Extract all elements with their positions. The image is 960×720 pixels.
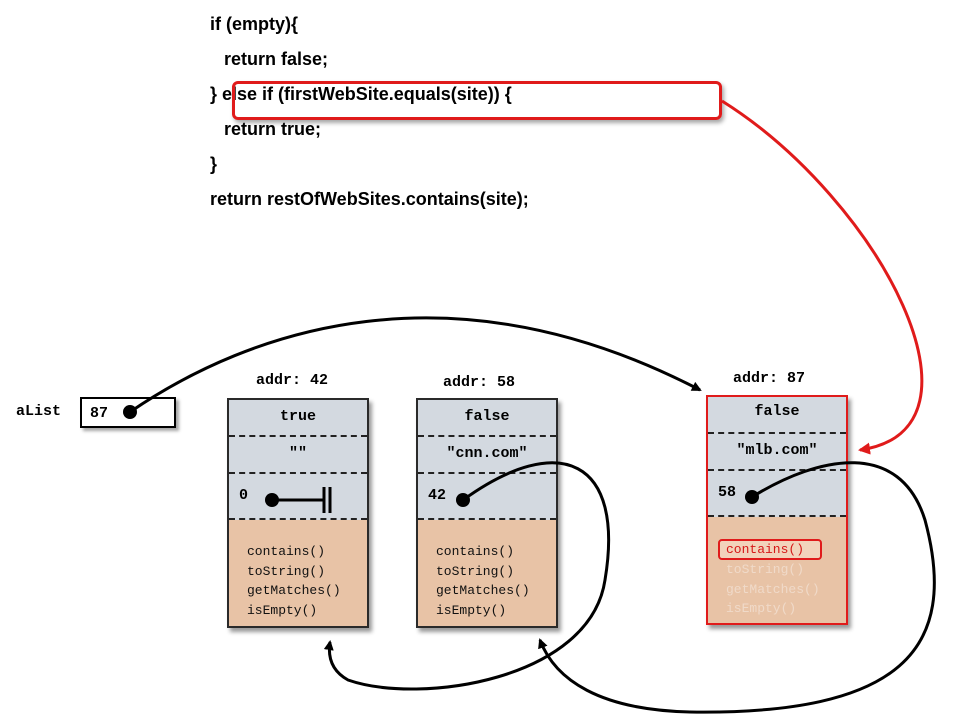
code-highlight-box <box>232 81 722 120</box>
method-list: contains() toString() getMatches() isEmp… <box>718 539 822 619</box>
node-address-label: addr: 58 <box>443 374 516 391</box>
node-empty-value: false <box>754 403 800 420</box>
code-line: if (empty){ <box>210 14 299 34</box>
node-next-value: 58 <box>718 484 737 501</box>
method-item: isEmpty() <box>436 602 507 618</box>
node-address-label: addr: 87 <box>733 370 806 387</box>
node-site-value: "cnn.com" <box>446 445 528 462</box>
code-line: return restOfWebSites.contains(site); <box>210 189 529 209</box>
node-next-field: 42 <box>418 474 556 520</box>
node-empty-value: true <box>279 408 316 425</box>
list-node-active: false "mlb.com" 58 contains() toString()… <box>706 395 848 625</box>
method-item: getMatches() <box>247 583 341 598</box>
code-line: return true; <box>209 119 322 139</box>
method-item: getMatches() <box>436 583 530 598</box>
method-list: contains() toString() getMatches() isEmp… <box>247 542 341 620</box>
method-item: toString() <box>726 562 805 577</box>
method-item: getMatches() <box>726 581 820 597</box>
method-item: toString() <box>247 563 326 579</box>
pointer-code-to-site <box>721 99 924 455</box>
pointer-58-to-42 <box>323 461 611 691</box>
node-next-field: 58 <box>708 471 846 517</box>
list-node: false "cnn.com" 42 contains() toString()… <box>416 398 558 628</box>
node-site-value: "mlb.com" <box>736 442 818 459</box>
node-empty-value: false <box>464 408 510 425</box>
pointer-origin-dot <box>123 405 137 419</box>
node-empty-field: true <box>229 400 367 437</box>
node-next-field: 0 <box>229 474 367 520</box>
node-empty-field: false <box>708 397 846 434</box>
code-line: return false; <box>209 49 329 69</box>
method-item: isEmpty() <box>247 602 318 618</box>
variable-value: 87 <box>90 405 109 422</box>
pointer-alist-to-87 <box>129 316 702 414</box>
pointer-87-to-58 <box>538 461 936 714</box>
node-site-value: "" <box>288 445 307 462</box>
pointer-origin-dot <box>745 490 759 504</box>
node-next-value: 42 <box>428 487 447 504</box>
node-address-label: addr: 42 <box>256 372 329 389</box>
method-item: contains() <box>247 544 326 559</box>
method-item: toString() <box>436 563 515 579</box>
node-site-field: "mlb.com" <box>708 434 846 471</box>
node-next-value: 0 <box>239 487 249 504</box>
list-node: true "" 0 contains() toString() getMatch… <box>227 398 369 628</box>
node-empty-field: false <box>418 400 556 437</box>
method-item-highlighted: contains() <box>718 539 822 560</box>
method-item: isEmpty() <box>726 601 797 616</box>
code-line: } else if (firstWebSite.equals(site)) { <box>210 84 512 104</box>
variable-name: aList <box>16 403 62 420</box>
method-list: contains() toString() getMatches() isEmp… <box>436 542 530 620</box>
pointer-origin-dot <box>456 493 470 507</box>
node-site-field: "cnn.com" <box>418 437 556 474</box>
code-line: } <box>210 154 218 174</box>
node-site-field: "" <box>229 437 367 474</box>
method-item: contains() <box>436 544 515 559</box>
